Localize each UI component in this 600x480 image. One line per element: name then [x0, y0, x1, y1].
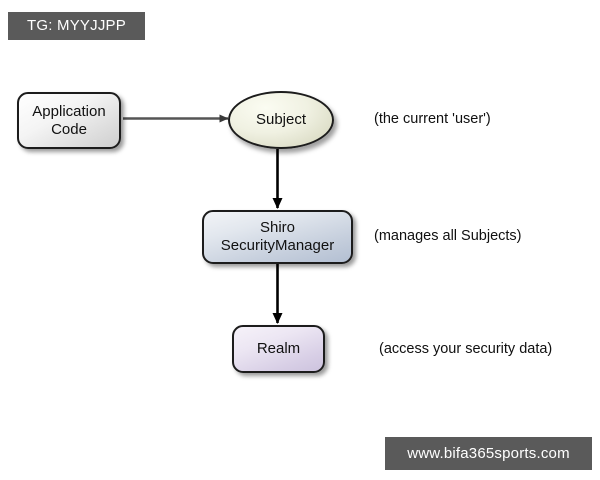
annotation-subject: (the current 'user'): [374, 111, 491, 127]
node-security-manager: Shiro SecurityManager: [202, 210, 353, 264]
node-realm: Realm: [232, 325, 325, 373]
annotation-realm: (access your security data): [379, 341, 553, 357]
node-application-code: Application Code: [17, 92, 121, 149]
node-security-manager-label: Shiro SecurityManager: [220, 219, 335, 254]
node-realm-label: Realm: [256, 340, 301, 357]
site-watermark-badge: www.bifa365sports.com: [385, 437, 592, 470]
node-subject: Subject: [228, 91, 334, 149]
node-application-code-label: Application Code: [32, 102, 106, 138]
tg-watermark-badge: TG: MYYJJPP: [8, 12, 145, 40]
annotation-security-manager: (manages all Subjects): [374, 228, 522, 244]
node-subject-label: Subject: [255, 111, 307, 128]
